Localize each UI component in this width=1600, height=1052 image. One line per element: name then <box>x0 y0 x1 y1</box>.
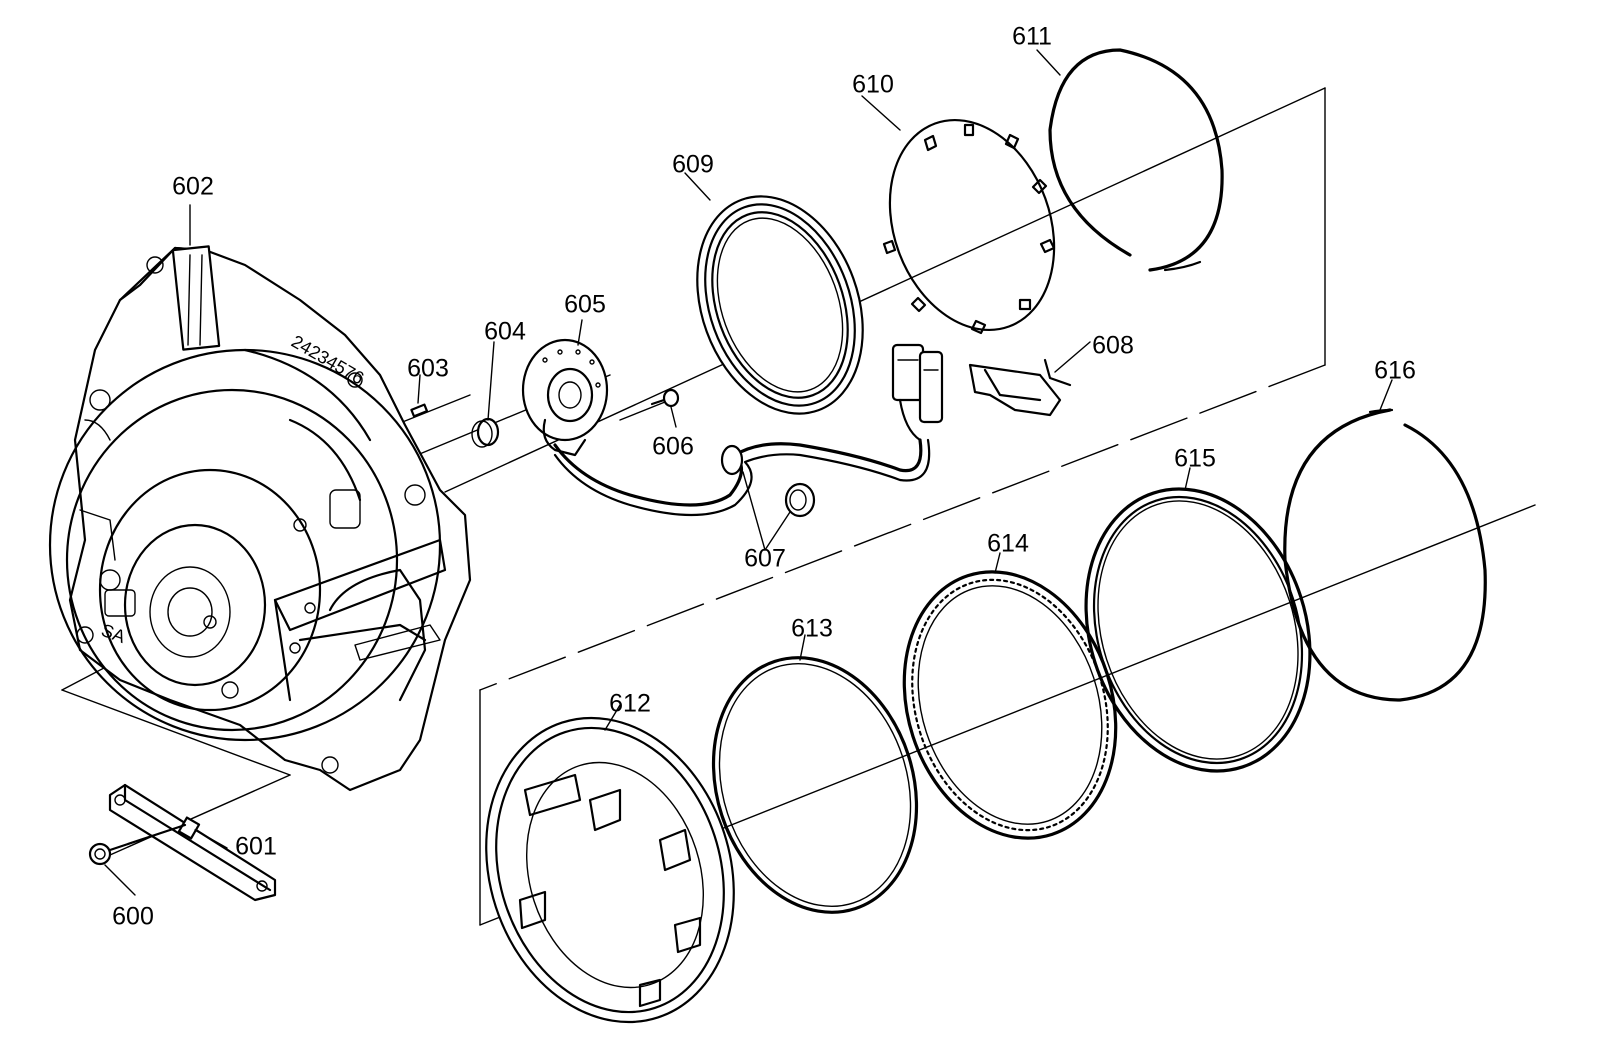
position-sensor-605 <box>521 338 609 457</box>
friction-plate-614 <box>902 570 1118 840</box>
bolt-600 <box>88 823 187 866</box>
screw-606 <box>650 388 680 408</box>
bracket-601 <box>108 783 277 902</box>
callout-604: 604 <box>484 318 526 346</box>
spring-plate-610 <box>882 118 1056 335</box>
callout-612: 612 <box>609 690 651 718</box>
callout-606: 606 <box>652 433 694 461</box>
callout-613: 613 <box>791 615 833 643</box>
transmission-housing-602: 24234576 SA <box>48 245 472 792</box>
clip-608 <box>968 358 1072 417</box>
pin-603 <box>410 403 429 418</box>
callout-602: 602 <box>172 173 214 201</box>
callout-607: 607 <box>744 545 786 573</box>
callout-603: 603 <box>407 355 449 383</box>
callout-601: 601 <box>235 833 277 861</box>
callout-611: 611 <box>1012 23 1052 51</box>
leader-lines <box>104 49 1393 896</box>
callout-610: 610 <box>852 71 894 99</box>
callout-609: 609 <box>672 151 714 179</box>
piston-609 <box>696 195 864 415</box>
harness-connector <box>891 343 944 442</box>
callout-labels: 600 601 602 603 604 605 606 607 608 609 … <box>112 23 1416 931</box>
seal-604 <box>471 417 500 448</box>
harness-607 <box>553 438 931 551</box>
snap-ring-611 <box>1048 48 1224 272</box>
callout-616: 616 <box>1374 357 1416 385</box>
callout-614: 614 <box>987 530 1029 558</box>
callout-615: 615 <box>1174 445 1216 473</box>
callout-608: 608 <box>1092 332 1134 360</box>
snap-ring-616 <box>1283 408 1487 702</box>
clutch-plate-613 <box>711 656 919 914</box>
clutch-housing-612 <box>485 716 735 1024</box>
callout-600: 600 <box>112 903 154 931</box>
callout-605: 605 <box>564 291 606 319</box>
